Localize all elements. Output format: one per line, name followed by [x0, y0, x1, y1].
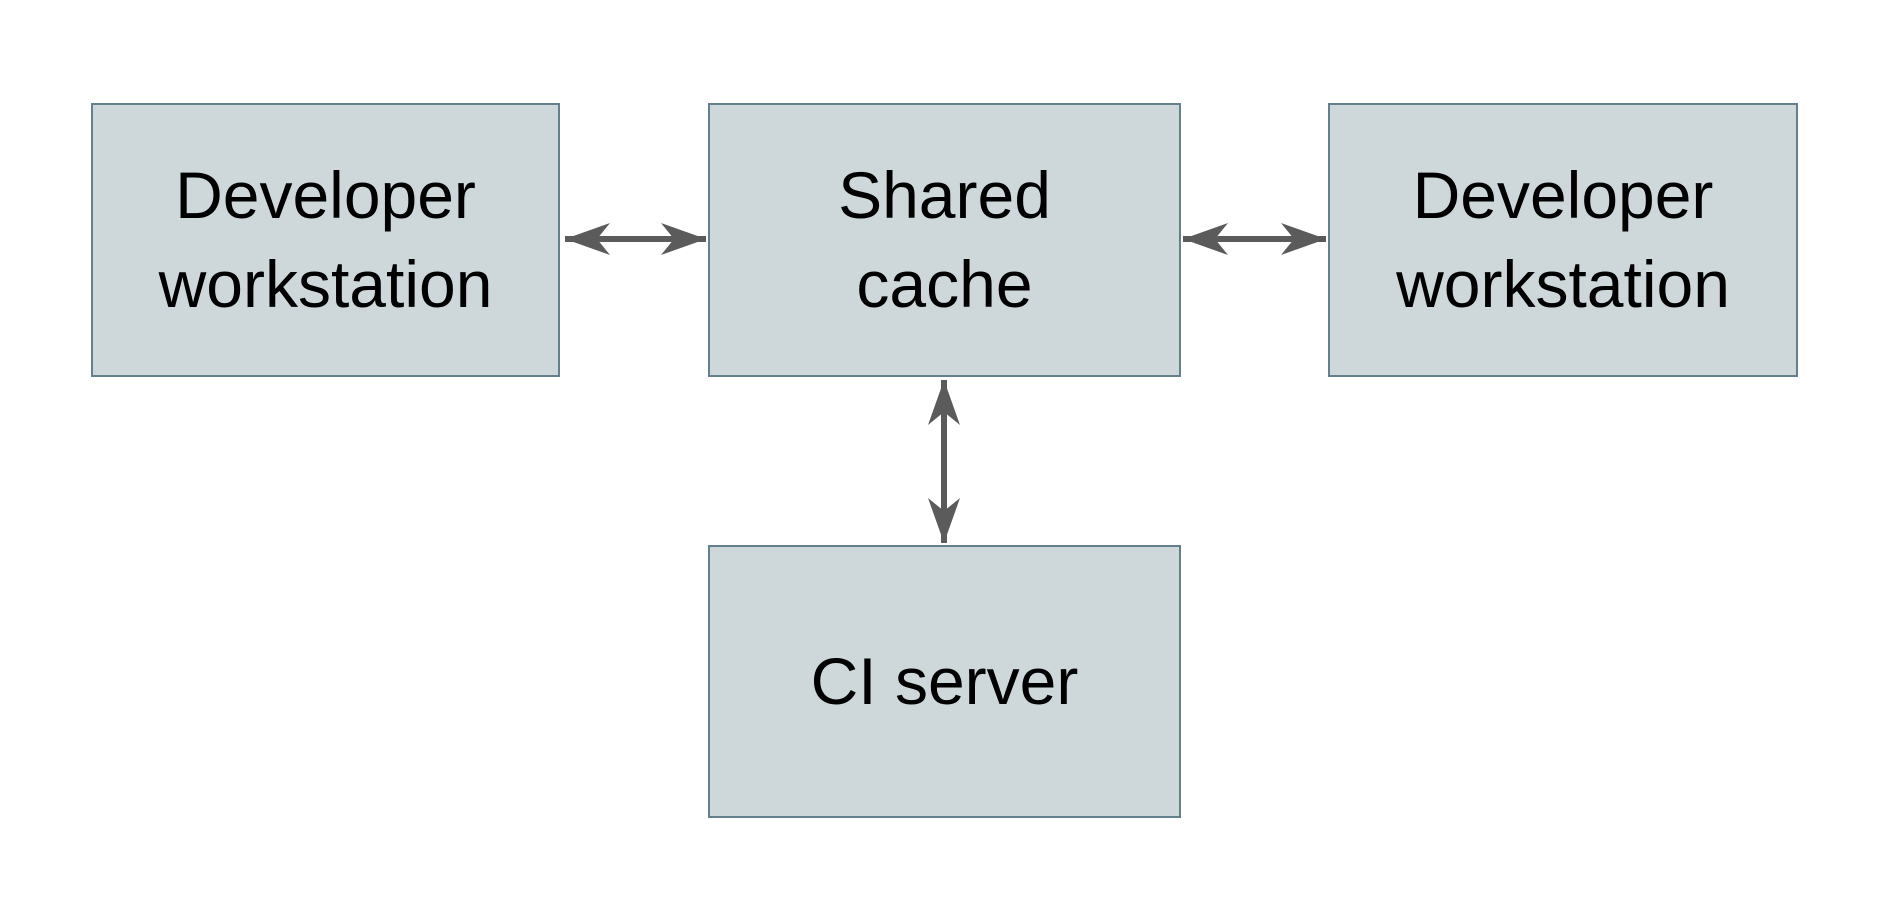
node-developer-workstation-right: Developer workstation: [1328, 103, 1798, 377]
node-label-developer-workstation-left: Developer workstation: [158, 157, 493, 321]
node-label-ci-server: CI server: [810, 643, 1079, 718]
node-ci-server: CI server: [708, 545, 1181, 818]
node-shared-cache: Shared cache: [708, 103, 1181, 377]
node-developer-workstation-left: Developer workstation: [91, 103, 560, 377]
node-label-shared-cache: Shared cache: [838, 157, 1051, 321]
node-label-developer-workstation-right: Developer workstation: [1396, 157, 1730, 321]
